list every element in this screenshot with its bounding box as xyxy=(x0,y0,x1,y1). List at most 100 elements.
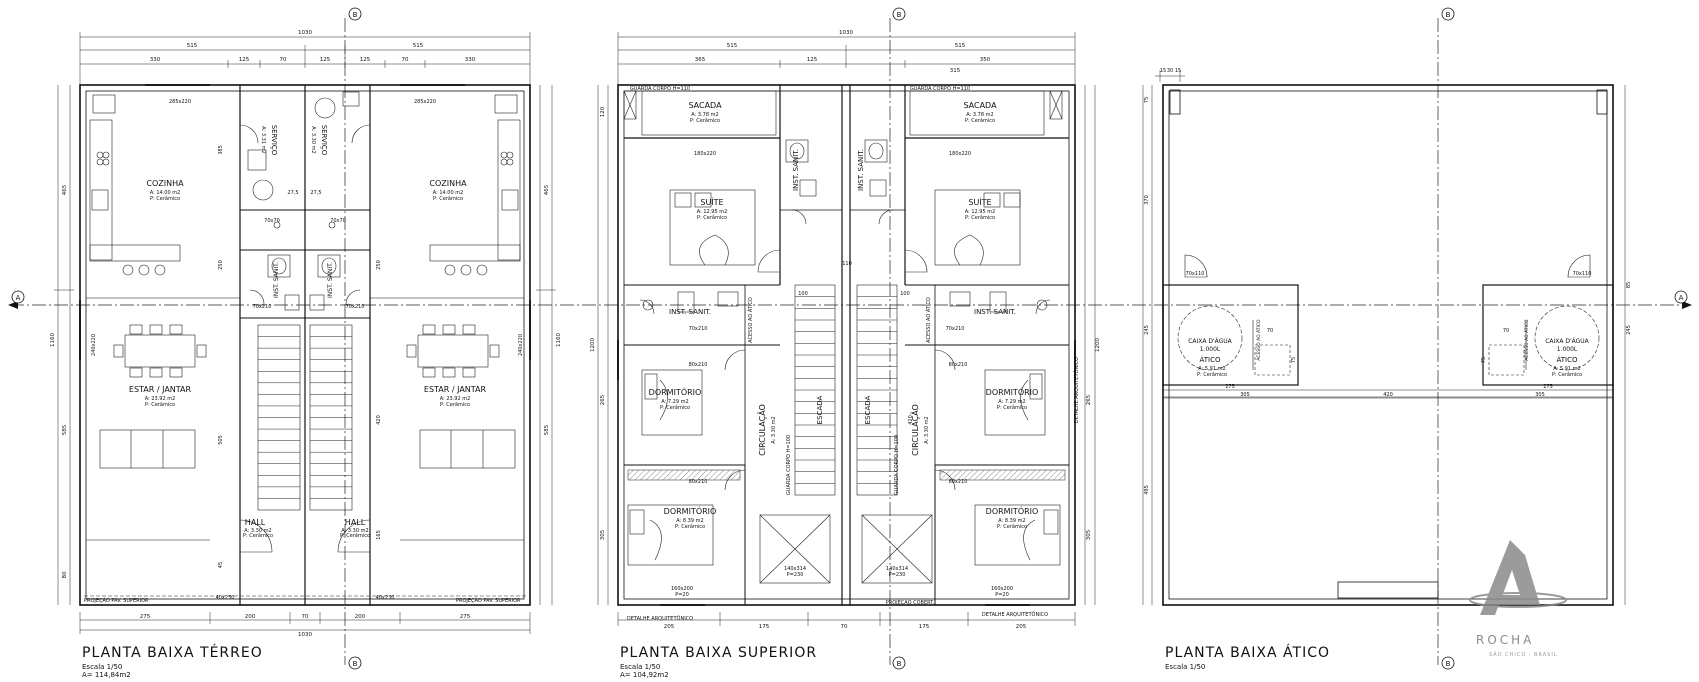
svg-text:80x210: 80x210 xyxy=(949,362,968,368)
svg-text:285x220: 285x220 xyxy=(169,99,191,105)
svg-text:27,5: 27,5 xyxy=(287,190,298,196)
svg-text:70x70: 70x70 xyxy=(264,218,280,224)
terreo-room-labels: COZINHA A: 14.00 m2 P: Cerâmico COZINHA … xyxy=(129,125,487,539)
svg-text:465: 465 xyxy=(544,184,550,195)
axis-bubble-b-t3: B xyxy=(1441,7,1455,21)
title-atico: PLANTA BAIXA ÁTICO xyxy=(1165,645,1330,661)
svg-text:180x220: 180x220 xyxy=(949,151,971,157)
room-inst-sanit-sup-right: INST. SANIT. xyxy=(974,308,1016,316)
svg-text:DETALHE ARQUITETÔNICO: DETALHE ARQUITETÔNICO xyxy=(627,615,693,622)
svg-text:ACESSO AO ÁTICO: ACESSO AO ÁTICO xyxy=(1523,319,1530,361)
svg-text:70x70: 70x70 xyxy=(330,218,346,224)
svg-text:ACESSO AO ÁTICO: ACESSO AO ÁTICO xyxy=(747,297,754,343)
svg-text:180x220: 180x220 xyxy=(694,151,716,157)
svg-text:100: 100 xyxy=(798,291,808,297)
svg-text:80x210: 80x210 xyxy=(689,362,708,368)
svg-text:125: 125 xyxy=(360,57,371,63)
svg-text:70x210: 70x210 xyxy=(253,304,272,310)
svg-text:420: 420 xyxy=(1383,392,1393,398)
svg-text:120: 120 xyxy=(600,106,606,117)
axis-label-a-left: A xyxy=(16,294,21,302)
svg-text:70: 70 xyxy=(841,624,848,630)
svg-text:A: 7.29 m2: A: 7.29 m2 xyxy=(998,399,1025,405)
area-superior: A= 104,92m2 xyxy=(620,671,669,679)
svg-text:ACESSO AO ÁTICO: ACESSO AO ÁTICO xyxy=(1255,319,1262,361)
svg-text:465: 465 xyxy=(62,184,68,195)
svg-text:420: 420 xyxy=(376,415,382,425)
svg-text:A: 3.30 m2: A: 3.30 m2 xyxy=(341,528,368,534)
svg-text:P: Cerâmico: P: Cerâmico xyxy=(997,404,1027,411)
svg-text:40x230: 40x230 xyxy=(376,595,395,601)
terreo-projecao-right: PROJEÇÃO PAV. SUPERIOR xyxy=(456,597,521,604)
svg-text:125: 125 xyxy=(807,57,818,63)
terreo-projecao-left: PROJEÇÃO PAV. SUPERIOR xyxy=(84,597,149,604)
svg-text:A: 3.30 m2: A: 3.30 m2 xyxy=(244,528,271,534)
svg-text:A: 3.30 m2: A: 3.30 m2 xyxy=(771,416,777,443)
svg-text:70x210: 70x210 xyxy=(346,304,365,310)
svg-text:70x210: 70x210 xyxy=(946,326,965,332)
svg-text:140x314: 140x314 xyxy=(784,566,806,572)
svg-text:A: 23.92 m2: A: 23.92 m2 xyxy=(145,396,176,402)
svg-text:15: 15 xyxy=(1160,68,1166,74)
svg-text:P=20: P=20 xyxy=(675,592,689,598)
svg-text:P: Cerâmico: P: Cerâmico xyxy=(145,401,175,408)
svg-text:70: 70 xyxy=(1267,328,1273,334)
svg-text:1.000L: 1.000L xyxy=(1200,346,1221,353)
terreo-living-furniture xyxy=(99,324,516,469)
svg-text:125: 125 xyxy=(320,57,331,63)
svg-text:A: 3.30 m2: A: 3.30 m2 xyxy=(924,416,930,443)
svg-text:B: B xyxy=(897,660,902,668)
axis-bubble-a-left: A xyxy=(8,290,25,309)
svg-text:A: 3.78 m2: A: 3.78 m2 xyxy=(691,112,718,118)
terreo-doors xyxy=(239,124,371,553)
svg-text:315: 315 xyxy=(950,68,961,74)
svg-text:70: 70 xyxy=(1503,328,1509,334)
atico-tanks xyxy=(1177,305,1600,376)
svg-text:P=20: P=20 xyxy=(995,592,1009,598)
svg-text:585: 585 xyxy=(544,424,550,435)
svg-text:A: 14.00 m2: A: 14.00 m2 xyxy=(150,190,181,196)
superior-wardrobes xyxy=(627,469,1066,481)
svg-text:80: 80 xyxy=(62,571,68,578)
svg-text:40x230: 40x230 xyxy=(216,595,235,601)
svg-text:P: Cerâmico: P: Cerâmico xyxy=(433,195,463,202)
svg-text:75: 75 xyxy=(1291,357,1297,363)
svg-text:1200: 1200 xyxy=(1095,338,1101,352)
svg-text:ÁTICO: ÁTICO xyxy=(1557,355,1578,364)
svg-text:250: 250 xyxy=(218,260,224,270)
svg-text:420: 420 xyxy=(908,415,914,425)
svg-text:PROJEÇÃO COBERT.: PROJEÇÃO COBERT. xyxy=(886,599,935,606)
svg-text:160x200: 160x200 xyxy=(991,586,1013,592)
plan-terreo: 1030 515 515 330 125 70 125 125 70 330 4… xyxy=(50,30,562,638)
svg-text:30: 30 xyxy=(1167,68,1173,74)
svg-text:365: 365 xyxy=(695,57,706,63)
svg-text:P: Cerâmico: P: Cerâmico xyxy=(965,214,995,221)
svg-text:125: 125 xyxy=(239,57,250,63)
svg-text:70x110: 70x110 xyxy=(1186,271,1205,277)
svg-text:B: B xyxy=(1446,660,1451,668)
svg-text:B: B xyxy=(1446,11,1451,19)
room-cozinha-right: COZINHA xyxy=(429,179,467,188)
room-dorm1-left: DORMITÓRIO xyxy=(649,386,702,397)
dim-terreo-half-l: 515 xyxy=(187,43,198,49)
svg-text:240x220: 240x220 xyxy=(91,334,97,356)
atico-walls xyxy=(1162,84,1614,606)
scale-terreo: Escala 1/50 xyxy=(82,663,123,671)
svg-text:P: Cerâmico: P: Cerâmico xyxy=(675,523,705,530)
axis-bubble-b-b3: B xyxy=(1441,656,1455,670)
room-dorm2-left: DORMITÓRIO xyxy=(664,505,717,516)
svg-text:ACESSO AO ÁTICO: ACESSO AO ÁTICO xyxy=(925,297,932,343)
svg-text:GUARDA CORPO H=110: GUARDA CORPO H=110 xyxy=(630,86,690,92)
svg-text:A: 8.39 m2: A: 8.39 m2 xyxy=(998,518,1025,524)
svg-text:1030: 1030 xyxy=(298,632,312,638)
room-estar-left: ESTAR / JANTAR xyxy=(129,385,192,394)
room-suite-right: SUÍTE xyxy=(968,196,991,207)
svg-text:1.000L: 1.000L xyxy=(1557,346,1578,353)
watermark-tagline: SÃO CHICO · BRASIL xyxy=(1489,652,1558,658)
svg-text:B: B xyxy=(353,660,358,668)
svg-text:75: 75 xyxy=(1481,357,1487,363)
svg-text:330: 330 xyxy=(150,57,161,63)
svg-text:GUARDA CORPO H=110: GUARDA CORPO H=110 xyxy=(910,86,970,92)
svg-text:P: Cerâmico: P: Cerâmico xyxy=(660,404,690,411)
svg-text:85: 85 xyxy=(1626,282,1632,288)
